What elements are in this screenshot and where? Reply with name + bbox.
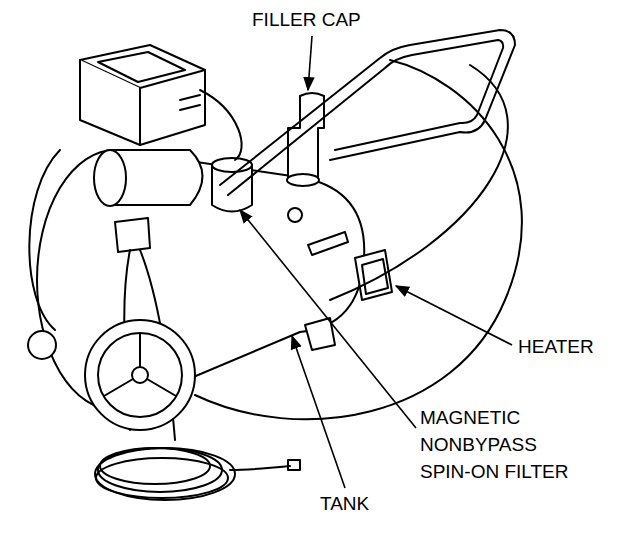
heater <box>355 250 392 300</box>
handle <box>220 30 515 185</box>
wheel <box>85 320 195 430</box>
part-label: TANK <box>318 490 371 517</box>
valve <box>308 232 348 255</box>
caster <box>28 331 56 359</box>
part-label: FILLER CAP <box>250 6 363 33</box>
part-label: MAGNETIC NONBYPASS SPIN-ON FILTER <box>418 404 587 485</box>
junction-box <box>115 218 150 252</box>
power-cord <box>95 448 300 500</box>
hose <box>195 60 522 419</box>
part-label: HEATER <box>516 333 596 360</box>
